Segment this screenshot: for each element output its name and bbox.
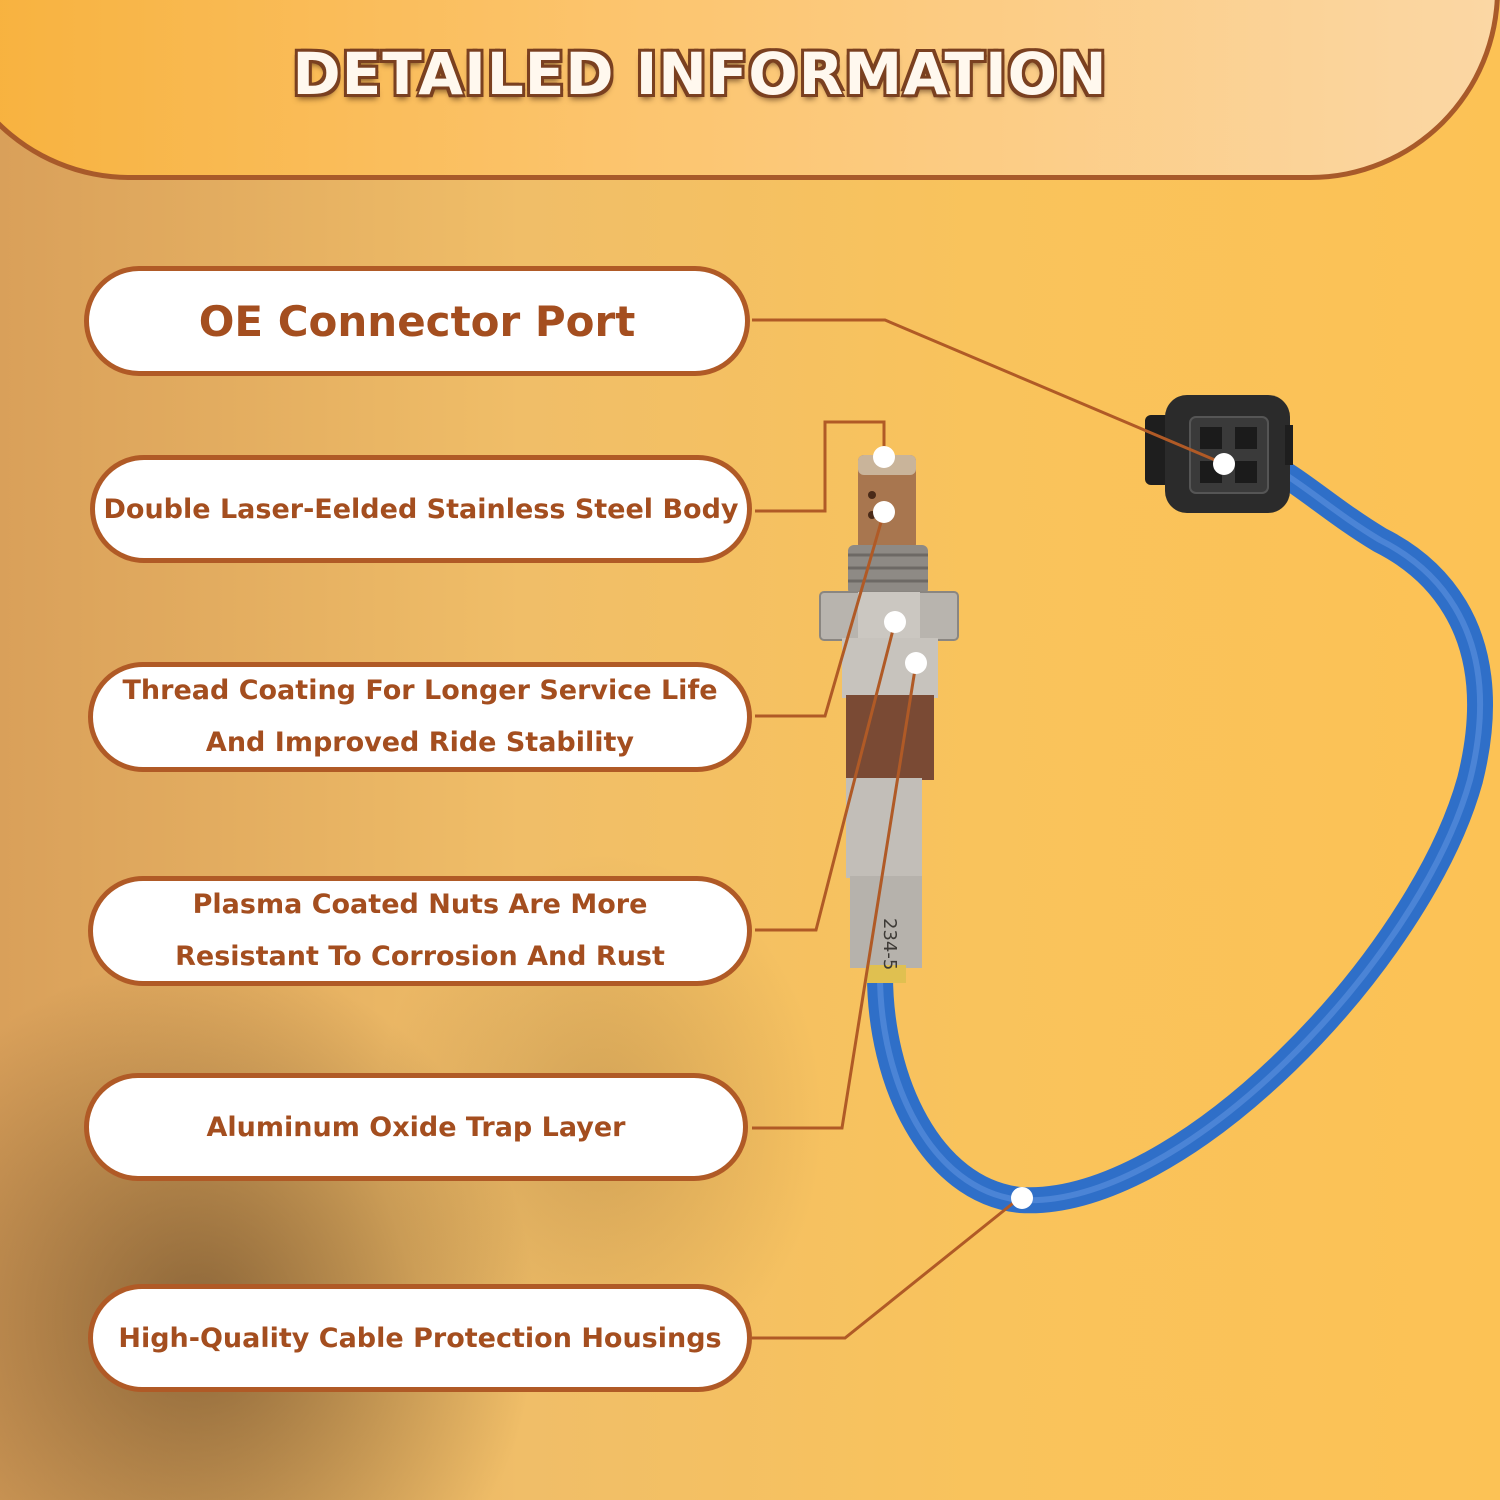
dot-thread (873, 501, 895, 523)
sensor-cable (867, 447, 1493, 1214)
feature-label: OE Connector Port (198, 296, 636, 346)
feature-oe-connector-port: OE Connector Port (84, 266, 750, 376)
callout-dots (873, 446, 1235, 1209)
dot-cable (1011, 1187, 1033, 1209)
oe-connector (1145, 395, 1293, 513)
callout-lines (752, 318, 1223, 1340)
feature-label: High-Quality Cable Protection Housings (118, 1322, 722, 1354)
feature-label: Double Laser-Eelded Stainless Steel Body (103, 493, 739, 525)
dot-connector (1213, 453, 1235, 475)
feature-stainless-steel-body: Double Laser-Eelded Stainless Steel Body (90, 455, 752, 563)
feature-label-line-1: Plasma Coated Nuts Are More (192, 889, 648, 920)
feature-label-line-2: Resistant To Corrosion And Rust (175, 941, 665, 972)
feature-label-line-1: Thread Coating For Longer Service Life (122, 675, 718, 706)
header-banner (0, 0, 1500, 180)
dot-nut (884, 611, 906, 633)
feature-aluminum-oxide-layer: Aluminum Oxide Trap Layer (84, 1073, 748, 1181)
page-title: DETAILED INFORMATION (292, 40, 1108, 108)
dot-trap-layer (905, 652, 927, 674)
sensor-marking: 234-5 (879, 918, 900, 970)
feature-plasma-coated-nuts: Plasma Coated Nuts Are More Resistant To… (88, 876, 752, 986)
oxygen-sensor-body: 234-5 (819, 455, 959, 983)
feature-label-line-2: And Improved Ride Stability (205, 727, 635, 758)
dot-body (873, 446, 895, 468)
feature-label: Aluminum Oxide Trap Layer (206, 1111, 626, 1143)
feature-cable-protection: High-Quality Cable Protection Housings (88, 1284, 752, 1392)
feature-thread-coating: Thread Coating For Longer Service Life A… (88, 662, 752, 772)
